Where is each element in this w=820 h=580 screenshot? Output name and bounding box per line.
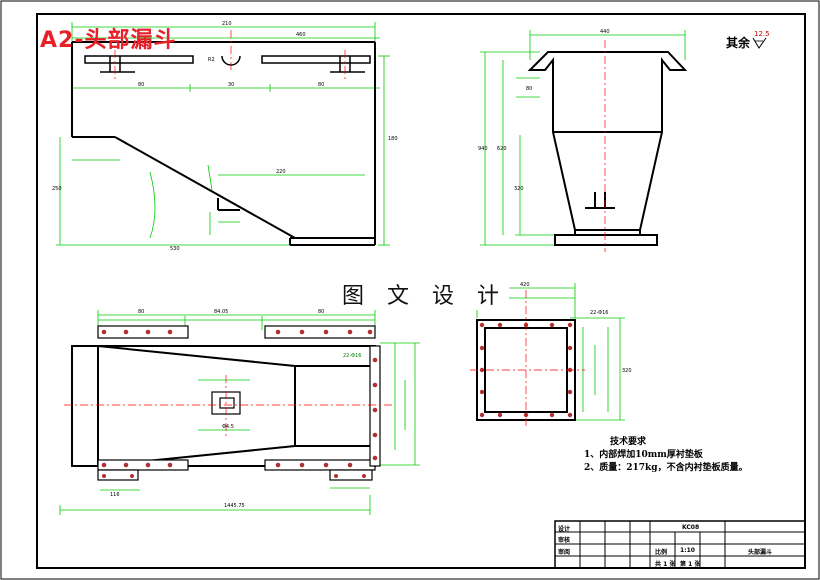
plan-dim-0: 80 — [138, 309, 144, 315]
front-dimension-lines — [56, 22, 390, 246]
tech-item-2: 2、质量：217kg，不含内衬垫板质量。 — [584, 463, 748, 473]
front-top-flanges — [84, 55, 371, 73]
side-dim-1: 940 — [478, 146, 488, 152]
front-dimension-texts: 210 460 80 30 80 180 250 530 220 R2 — [52, 21, 398, 252]
plan-bolt-holes — [101, 329, 378, 478]
front-dim-4: 80 — [318, 82, 324, 88]
front-dim-7: 530 — [170, 246, 180, 252]
tb-part-name: 头部漏斗 — [748, 549, 773, 556]
sheet-inner-frame — [36, 13, 806, 569]
front-outline — [71, 41, 376, 246]
tech-item-1: 1、内部焊加10mm厚衬垫板 — [584, 450, 703, 460]
plan-dim-6: Φ4.5 — [222, 424, 234, 430]
end-dim-1: 22-Φ16 — [590, 310, 608, 316]
side-dim-0: 440 — [600, 29, 610, 35]
front-dim-8: 220 — [276, 169, 286, 175]
technical-requirements: 技术要求 1、内部焊加10mm厚衬垫板 2、质量：217kg，不含内衬垫板质量。 — [584, 436, 748, 475]
roughness-symbol-icon — [752, 37, 767, 49]
side-dim-2: 620 — [497, 146, 507, 152]
front-dim-0: 210 — [222, 21, 232, 27]
side-dimension-lines — [480, 30, 686, 246]
side-dimension-texts: 440 940 620 320 80 — [478, 29, 610, 192]
plan-dim-1: 84.05 — [214, 309, 228, 315]
tb-label-review: 审阅 — [558, 549, 571, 556]
plan-view: 80 84.05 80 22-Φ16 116 1445.75 Φ4.5 — [59, 309, 420, 515]
front-dim-9: R2 — [208, 57, 215, 63]
tech-title: 技术要求 — [610, 437, 647, 447]
tb-code: KC08 — [682, 524, 700, 531]
end-dimension-texts: 420 22-Φ16 320 — [520, 282, 632, 374]
tb-label-scale: 比例 — [655, 549, 668, 556]
side-dim-3: 320 — [514, 186, 524, 192]
plan-dim-2: 80 — [318, 309, 324, 315]
plan-dimension-texts: 80 84.05 80 22-Φ16 116 1445.75 Φ4.5 — [110, 309, 361, 509]
side-view: 440 940 620 320 80 — [478, 29, 688, 252]
surface-roughness-value: 12.5 — [754, 30, 770, 38]
tb-sheets-total: 共 1 张 — [655, 561, 676, 568]
tb-label-design: 设计 — [558, 526, 571, 533]
drawing-title: A2-头部漏斗 — [40, 28, 177, 53]
front-dim-5: 180 — [388, 136, 398, 142]
plan-flanges — [97, 325, 381, 481]
plan-dim-3: 22-Φ16 — [343, 353, 361, 359]
end-dim-2: 320 — [622, 368, 632, 374]
end-view: 420 22-Φ16 320 — [470, 282, 632, 428]
side-outline — [527, 51, 688, 246]
front-view: 210 460 80 30 80 180 250 530 220 R2 — [52, 21, 398, 252]
plan-center-lines — [64, 375, 392, 438]
side-dim-4: 80 — [526, 86, 532, 92]
end-center-lines — [470, 290, 585, 428]
front-dim-3: 30 — [228, 82, 234, 88]
watermark-text: 图 文 设 计 — [340, 278, 509, 310]
plan-dim-4: 116 — [110, 492, 120, 498]
tb-sheet-number: 第 1 张 — [680, 561, 701, 568]
front-dim-6: 250 — [52, 186, 62, 192]
plan-dim-5: 1445.75 — [224, 503, 245, 509]
front-dim-2: 80 — [138, 82, 144, 88]
title-block — [554, 520, 806, 569]
front-dim-1: 460 — [296, 32, 306, 38]
front-center-lines — [114, 30, 346, 80]
tb-scale-value: 1:10 — [680, 547, 695, 554]
surface-roughness-note: 其余 — [726, 36, 751, 50]
tb-label-check: 审核 — [558, 537, 571, 544]
end-dim-0: 420 — [520, 282, 530, 288]
